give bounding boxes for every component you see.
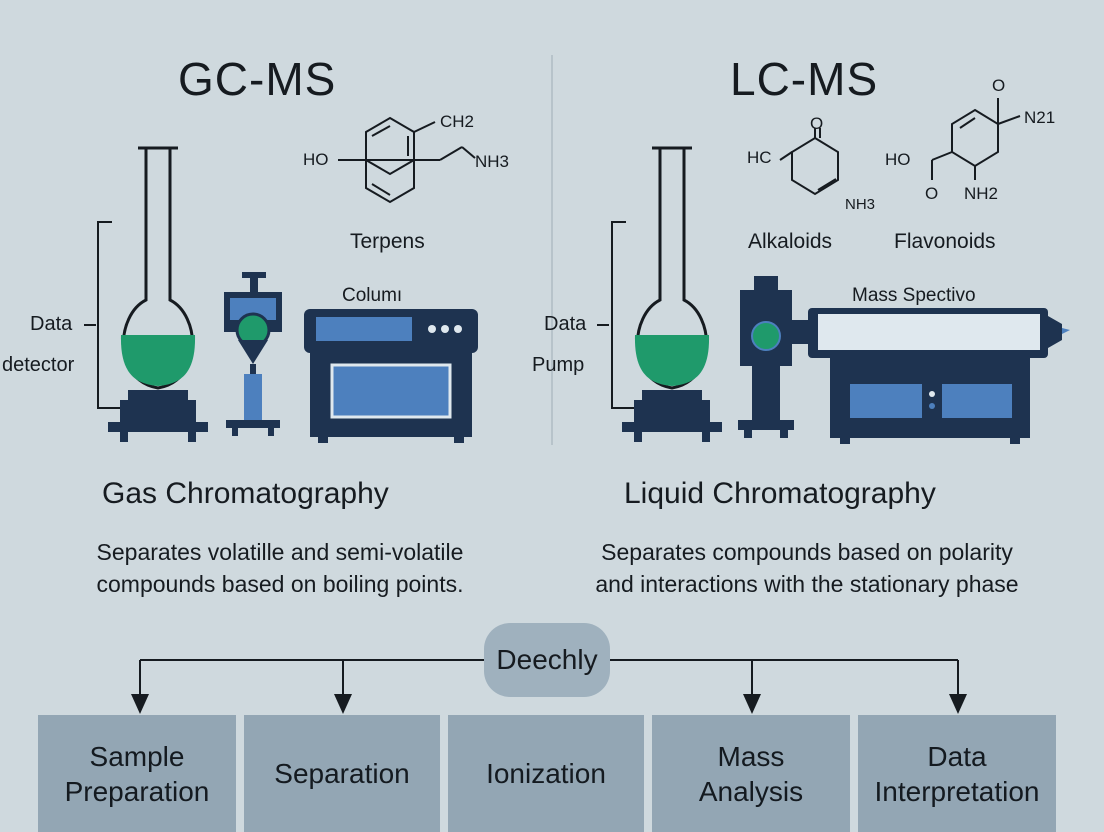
gc-ms-title: GC-MS — [178, 53, 337, 105]
step-data-interpretation: Data Interpretation — [858, 715, 1056, 832]
lc-dash — [597, 324, 609, 326]
gc-description: Separates volatille and semi-volatile co… — [96, 539, 464, 597]
alk-label-o: O — [810, 114, 824, 133]
gc-dash — [84, 324, 96, 326]
flavonoids-molecule-icon — [931, 98, 1021, 180]
step-label: Ionization — [486, 758, 606, 789]
lc-heading: Liquid Chromatography — [624, 477, 936, 510]
step-label: Sample Preparation — [64, 740, 210, 807]
gc-side-label-detector: detector — [2, 354, 75, 376]
gc-heading: Gas Chromatography — [102, 477, 389, 510]
lc-description: Separates compounds based on polarity an… — [595, 539, 1019, 597]
flavonoids-caption: Flavonoids — [894, 230, 996, 253]
mol-label-ch2: CH2 — [440, 112, 475, 131]
alk-label-nh3: NH3 — [845, 196, 876, 213]
gc-component-label: Columı — [342, 285, 403, 306]
workflow-connectors — [131, 659, 967, 714]
mol-label-ho: HO — [303, 150, 329, 169]
lc-side-label-pump: Pump — [532, 354, 585, 376]
mol-label-nh3: NH3 — [475, 152, 510, 171]
lc-flask-apparatus — [611, 146, 722, 442]
lc-ms-title: LC-MS — [730, 53, 879, 105]
flav-label-o-top: O — [992, 76, 1006, 95]
alkaloids-molecule-icon — [779, 128, 839, 196]
step-ionization: Ionization — [448, 715, 644, 832]
terpens-molecule-icon — [338, 116, 476, 204]
gc-side-label-data: Data — [30, 313, 73, 335]
gc-injector-icon — [224, 272, 282, 436]
flav-label-o-bottom: O — [925, 184, 939, 203]
step-label: Separation — [274, 758, 410, 789]
step-label: Data Interpretation — [874, 740, 1040, 807]
step-sample-preparation: Sample Preparation — [38, 715, 236, 832]
lc-component-label: Mass Spectivo — [852, 285, 976, 306]
gc-flask-apparatus — [97, 146, 208, 442]
step-label: Mass Analysis — [698, 740, 804, 807]
workflow-hub: Deechly — [484, 623, 610, 697]
terpens-caption: Terpens — [350, 230, 425, 253]
flav-label-nh2: NH2 — [964, 184, 999, 203]
workflow-hub-label: Deechly — [496, 644, 598, 675]
flav-label-n21: N21 — [1024, 108, 1056, 127]
step-separation: Separation — [244, 715, 440, 832]
flav-label-ho: HO — [885, 150, 911, 169]
lc-side-label-data: Data — [544, 313, 587, 335]
mass-spectrometer-icon — [792, 308, 1070, 444]
lc-pump-icon — [738, 276, 794, 438]
alkaloids-caption: Alkaloids — [748, 230, 833, 253]
alk-label-hc: HC — [747, 148, 772, 167]
gc-instrument-icon — [304, 309, 478, 443]
step-mass-analysis: Mass Analysis — [652, 715, 850, 832]
